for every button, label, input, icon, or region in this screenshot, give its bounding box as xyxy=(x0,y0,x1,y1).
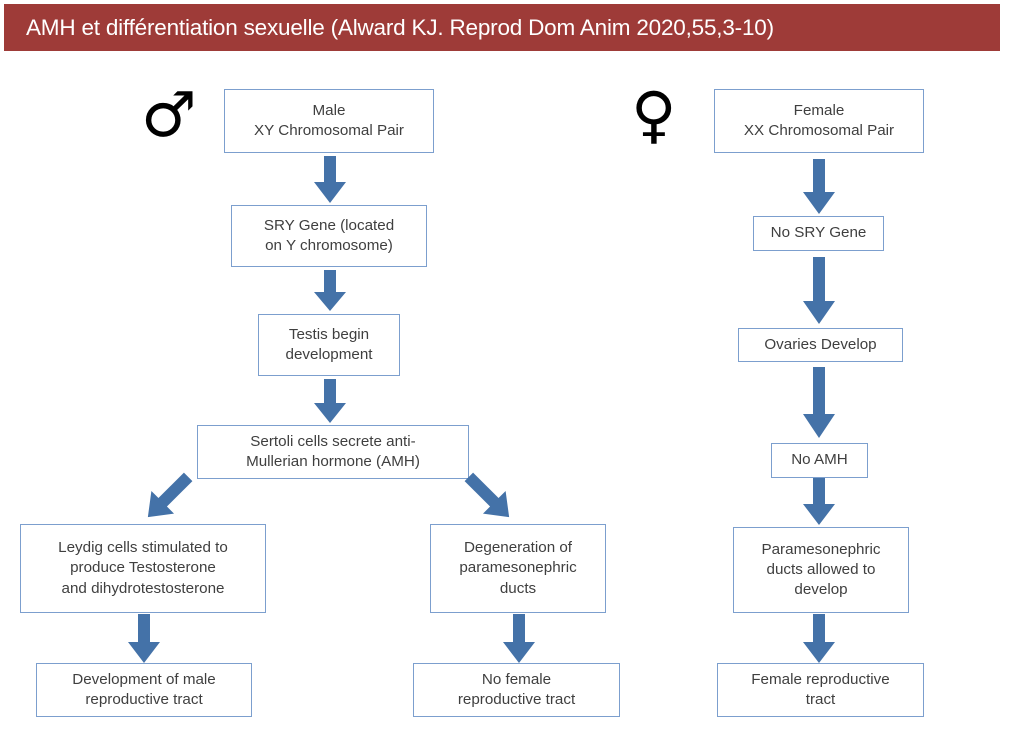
arrow-sry-gene-to-testis-development xyxy=(312,270,348,312)
node-no-sry-gene: No SRY Gene xyxy=(753,216,884,251)
arrow-ovaries-develop-to-no-amh xyxy=(801,367,837,439)
arrow-ducts-develop-to-female-tract xyxy=(801,614,837,664)
arrow-no-amh-to-ducts-develop xyxy=(801,478,837,526)
node-label: Sertoli cells secrete anti-Mullerian hor… xyxy=(246,432,420,470)
arrow-leydig-testosterone-to-male-tract xyxy=(126,614,162,664)
arrow-male-chromosomes-to-sry-gene xyxy=(312,156,348,204)
male-symbol: ♂ xyxy=(141,78,197,151)
node-label: No AMH xyxy=(791,451,848,469)
node-label: No SRY Gene xyxy=(770,224,867,242)
page-title: AMH et différentiation sexuelle (Alward … xyxy=(26,14,774,40)
arrow-duct-degeneration-to-no-female-tract xyxy=(501,614,537,664)
node-label: Ovaries Develop xyxy=(764,335,877,353)
node-no-amh: No AMH xyxy=(771,443,868,478)
slide-title-bar: AMH et différentiation sexuelle (Alward … xyxy=(4,4,1000,51)
node-ovaries-develop: Ovaries Develop xyxy=(738,328,903,362)
node-sertoli-amh: Sertoli cells secrete anti-Mullerian hor… xyxy=(197,425,469,479)
arrow-testis-development-to-sertoli-amh xyxy=(312,379,348,424)
arrow-no-sry-gene-to-ovaries-develop xyxy=(801,257,837,325)
arrow-sertoli-amh-to-duct-degeneration xyxy=(455,472,535,528)
female-symbol: ♀ xyxy=(631,78,677,151)
arrow-sertoli-amh-to-leydig-testosterone xyxy=(122,472,202,528)
arrow-female-chromosomes-to-no-sry-gene xyxy=(801,159,837,215)
